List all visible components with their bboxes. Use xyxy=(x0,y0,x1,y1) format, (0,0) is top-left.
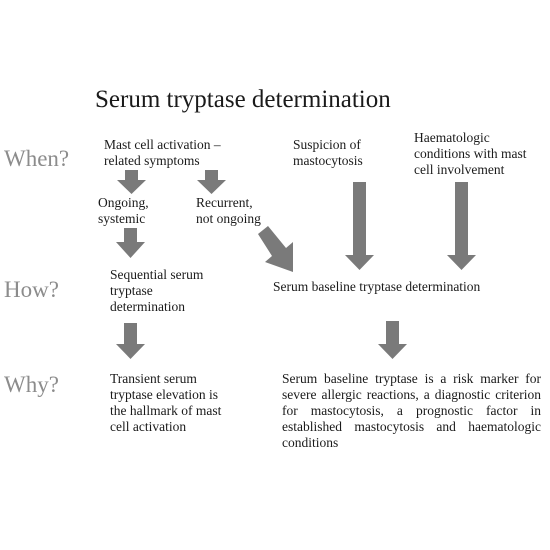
arrow-suspicion-to-baseline xyxy=(345,182,374,270)
arrow-sequential-to-transient xyxy=(116,323,145,359)
node-sequential-serum-tryptase: Sequential serum tryptase determination xyxy=(110,267,204,314)
arrow-symptoms-to-ongoing xyxy=(117,170,146,194)
row-label-how: How? xyxy=(4,277,59,302)
node-recurrent-not-ongoing: Recurrent, not ongoing xyxy=(196,195,261,226)
node-serum-baseline-tryptase: Serum baseline tryptase determination xyxy=(273,279,481,294)
arrow-haematologic-to-baseline xyxy=(447,182,476,270)
row-label-why: Why? xyxy=(4,372,59,397)
node-suspicion-mastocytosis: Suspicion of mastocytosis xyxy=(293,137,363,168)
node-baseline-risk-marker: Serum baseline tryptase is a risk marker… xyxy=(282,371,541,450)
node-transient-elevation: Transient serum tryptase elevation is th… xyxy=(110,371,222,434)
arrow-recurrent-to-baseline xyxy=(258,226,293,272)
arrow-ongoing-to-sequential xyxy=(116,228,145,258)
arrow-symptoms-to-recurrent xyxy=(197,170,226,194)
node-ongoing-systemic: Ongoing, systemic xyxy=(98,195,149,226)
node-mast-cell-symptoms: Mast cell activation – related symptoms xyxy=(104,137,221,168)
diagram-title: Serum tryptase determination xyxy=(95,86,391,113)
arrow-baseline-to-risk-marker xyxy=(378,321,407,359)
node-haematologic-conditions: Haematologic conditions with mast cell i… xyxy=(414,130,527,177)
row-label-when: When? xyxy=(4,146,70,171)
